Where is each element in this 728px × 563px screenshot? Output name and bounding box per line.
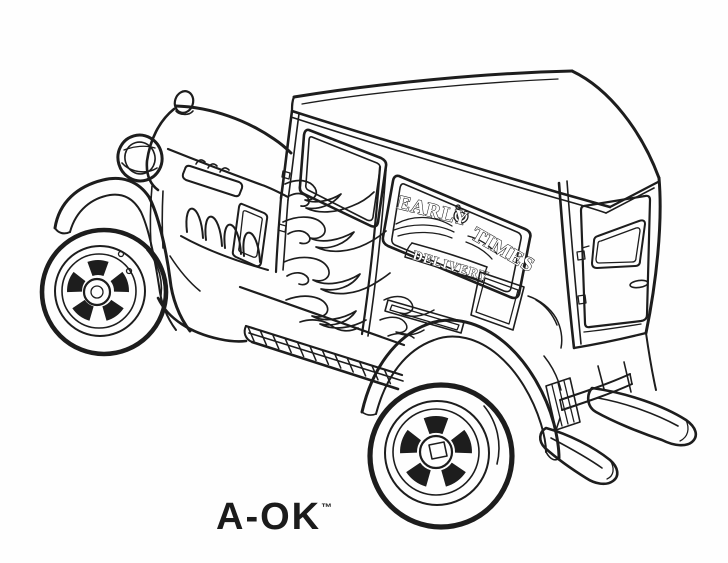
valve-cover xyxy=(181,164,244,198)
rear-far-edge xyxy=(644,176,662,335)
sign-frame-inner xyxy=(391,183,522,293)
quarter-molding xyxy=(470,271,525,331)
rear-bumpers xyxy=(538,361,698,486)
roof-rear-edge xyxy=(570,69,661,180)
a-pillar xyxy=(279,109,294,200)
rear-window xyxy=(591,219,646,269)
splash-apron xyxy=(545,377,581,431)
winged-clock-emblem xyxy=(393,204,498,260)
front-fender xyxy=(53,176,192,333)
belt-crease xyxy=(238,285,406,347)
header-pipe xyxy=(242,231,261,263)
lower-bumper xyxy=(538,426,619,486)
front-hub xyxy=(82,277,112,307)
door-front-edge xyxy=(274,196,283,274)
roof-eave xyxy=(290,109,612,209)
sign-frame-outer xyxy=(381,174,532,300)
trademark-symbol: ™ xyxy=(321,502,333,514)
engine xyxy=(180,159,269,271)
hood-top xyxy=(174,104,293,155)
front-end xyxy=(53,90,293,343)
banner-bottom xyxy=(404,256,483,283)
radiator-shell xyxy=(145,107,176,192)
upper-bumper xyxy=(586,386,698,447)
rear-corner-pillar xyxy=(557,181,576,350)
sign-panel: EARLY TIMES DELIVERY xyxy=(381,174,539,300)
radiator-cap xyxy=(173,90,195,114)
caption-text: A-OK xyxy=(216,496,322,538)
sign-word-early: EARLY xyxy=(395,192,471,231)
front-rocker-corner xyxy=(156,296,248,343)
front-tire xyxy=(39,227,169,357)
header-pipe xyxy=(204,215,223,247)
rear-hub xyxy=(418,434,454,470)
caption: A-OK™ xyxy=(216,498,332,536)
rear-wheel xyxy=(367,382,515,530)
side-window xyxy=(298,128,388,228)
rear-door xyxy=(579,194,652,329)
rear-fender xyxy=(360,271,561,461)
front-wheel xyxy=(39,227,169,357)
cowl-panel xyxy=(231,202,269,268)
rear-tire xyxy=(367,382,515,530)
door-seam xyxy=(360,165,382,336)
flame-decals xyxy=(282,179,563,391)
roof-top-edge xyxy=(292,69,574,99)
door-hinges xyxy=(576,250,587,305)
van-rear xyxy=(557,180,657,391)
belt-molding xyxy=(384,299,465,334)
door-handle xyxy=(629,279,649,289)
banner-top xyxy=(411,242,488,268)
header-pipe xyxy=(185,207,204,239)
running-board xyxy=(243,324,404,391)
headlight xyxy=(116,133,164,183)
